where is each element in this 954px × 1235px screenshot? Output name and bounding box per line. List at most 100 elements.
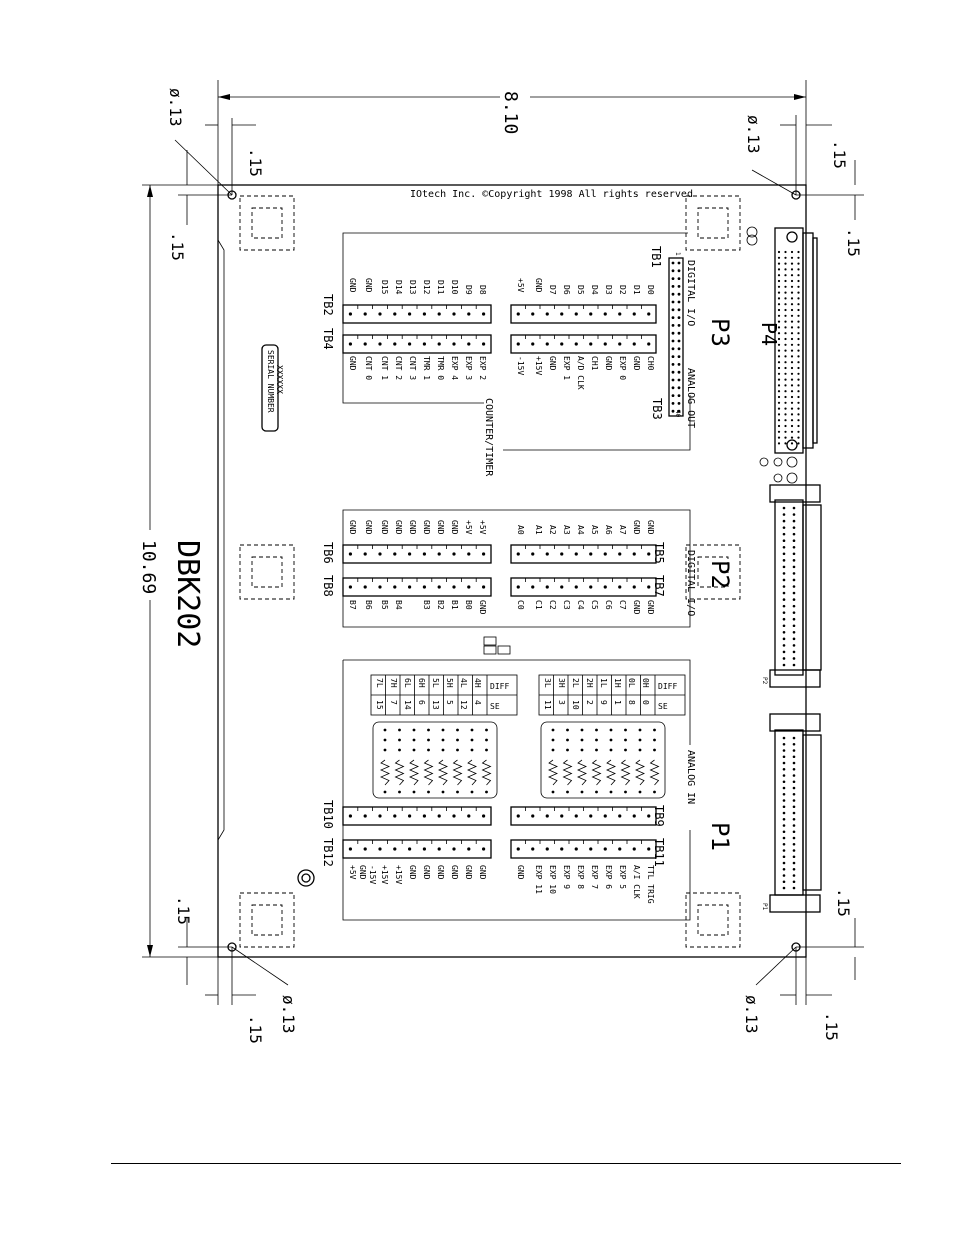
header-pin [671, 402, 675, 405]
connector-pin [777, 320, 781, 323]
connector-pin [777, 355, 781, 358]
connector-pin [790, 308, 794, 312]
resistor [452, 759, 463, 786]
mounting-holes [227, 190, 801, 952]
pin-label: A6 [604, 525, 613, 535]
jumper-pin [456, 738, 459, 742]
terminal-screw [632, 585, 636, 589]
connector-pin [784, 297, 787, 300]
pin-label: EXP 3 [464, 356, 473, 380]
terminal-screw [482, 847, 486, 851]
terminal-screw [618, 552, 622, 556]
pin-label: D11 [436, 280, 445, 295]
terminal-screw [516, 312, 520, 316]
connector-pin [782, 585, 786, 588]
terminal-screw [378, 342, 382, 346]
connector-pin [797, 250, 800, 254]
terminal-screw [603, 342, 607, 346]
connector-pin [782, 519, 786, 523]
connector-pin [790, 355, 794, 358]
diff-header: DIFF [658, 682, 677, 691]
terminal-screw [408, 814, 412, 818]
pin-label: C7 [618, 600, 627, 610]
connector-pin [782, 657, 786, 660]
connector-pin [777, 395, 781, 399]
connector-pin [792, 532, 796, 536]
terminal-screw [363, 814, 367, 818]
pin-label: EXP 11 [534, 865, 543, 894]
hole-dia-top-right: ø.13 [744, 115, 763, 154]
header-pin [677, 347, 681, 351]
connector-pin [792, 657, 796, 660]
connector-pin [790, 430, 794, 433]
connector-pin [792, 604, 796, 608]
terminal-screw [393, 814, 397, 818]
jumper-pin [485, 728, 488, 732]
tb9-label: TB9 [652, 805, 666, 827]
connector-pin [777, 390, 781, 393]
connector-pin [782, 552, 786, 556]
digital-io-label: DIGITAL I/O [685, 260, 696, 326]
diff-cell: 4H [473, 678, 482, 688]
pin-label: GND [358, 865, 367, 880]
jumper-pin [412, 728, 416, 732]
connector-pin [777, 361, 781, 364]
connector-pin [792, 519, 796, 523]
pin-label: EXP 0 [618, 356, 627, 380]
pin-label: CNT 0 [364, 356, 373, 380]
terminal-screw [467, 585, 471, 589]
jumper-pin [441, 738, 445, 742]
terminal-screw [363, 585, 367, 589]
tb1-label: TB1 [649, 246, 663, 268]
connector-pin [784, 337, 787, 341]
connector-pin [790, 314, 794, 317]
p1-label: P1 [706, 822, 734, 851]
pin-label: EXP 8 [576, 865, 585, 889]
jumper-pin [441, 748, 445, 752]
header-pin [671, 300, 675, 304]
connector-pin [797, 419, 800, 422]
terminal-screw [531, 847, 535, 851]
terminal-screw [516, 847, 520, 851]
se-cell: 7 [389, 700, 398, 705]
resistor-networks [372, 721, 666, 799]
jumper-pin [638, 728, 642, 732]
connector-pin [782, 842, 786, 846]
connector-pin [792, 805, 796, 809]
pin-label: GND [464, 865, 473, 880]
diff-cell: 3L [543, 678, 552, 688]
tb12-pin-labels: GND GND GND GND GND GND +15V +15V -15V G… [348, 865, 487, 884]
standoff-pads [239, 195, 741, 948]
terminal-screw [574, 342, 578, 346]
connector-pin [792, 539, 796, 543]
connector-pin [777, 256, 781, 259]
connector-pin [782, 855, 786, 859]
pin-label: +15V [380, 865, 389, 884]
terminal-screw [603, 847, 607, 851]
connector-pin [790, 343, 794, 346]
pin-label: C4 [576, 600, 585, 610]
header-pin [671, 339, 675, 343]
header-pin [671, 261, 675, 265]
connector-pin [782, 559, 786, 562]
jumper-pin [398, 738, 401, 742]
connector-pin [777, 424, 781, 428]
connector-pin [797, 326, 800, 329]
connector-pin [792, 817, 796, 821]
connector-pin [790, 395, 794, 399]
connector-pin [797, 256, 800, 259]
connector-pin [782, 749, 786, 752]
terminal-screw [516, 342, 520, 346]
connector-pin [790, 407, 794, 410]
pin-label: B7 [348, 600, 357, 610]
jumper-pin [398, 728, 401, 732]
jumper-pin [580, 748, 584, 752]
jumper-pin [624, 738, 627, 742]
connector-pin [790, 442, 794, 445]
connector-pin [784, 332, 787, 335]
connector-pin [777, 442, 781, 445]
pin-label: GND [604, 356, 613, 371]
header-pin [671, 285, 675, 288]
connector-pin [784, 279, 787, 283]
